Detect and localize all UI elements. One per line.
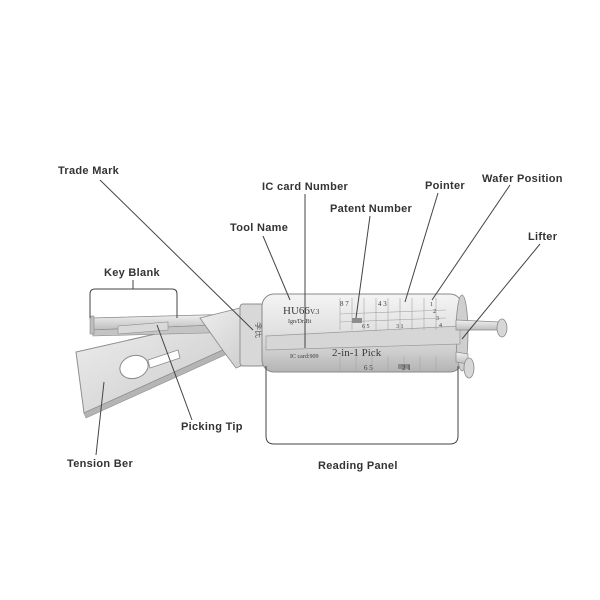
label-wafer-position: Wafer Position [482,173,563,185]
upper-scale-digit-1: 1 [430,302,433,308]
label-key-blank: Key Blank [104,267,160,279]
patent-digits-engraving: 6 5 [362,324,370,330]
ic-card-engraving: IC card:909 [290,354,319,360]
pick-neck: 李氏 [199,303,265,369]
lifter [455,318,508,379]
label-lifter: Lifter [528,231,558,243]
upper-scale-digit-3: 3 [436,316,439,322]
key-blank [89,313,244,337]
label-tension-bar: Tension Ber [67,458,133,470]
product-name-engraving: 2-in-1 Pick [332,347,382,359]
lower-scale-digits-right: 2 1 [402,364,411,372]
pick-cylinder: HU66 V.3 Ign/Dr/Bt 2-in-1 Pick IC card:9… [261,293,469,373]
lower-scale [339,356,437,372]
wafer-slider [398,364,410,369]
upper-scale-digits: 8 7 [340,300,349,308]
tool-name-engraving: HU66 [283,305,310,317]
tension-bar-hole [119,354,149,380]
lower-scale-digits: 6 5 [364,364,373,372]
trade-mark-engraving: 李氏 [254,322,264,338]
label-ic-card-number: IC card Number [262,181,349,193]
label-pointer: Pointer [425,180,465,192]
tension-bar [75,317,237,419]
label-patent-number: Patent Number [330,203,413,215]
label-tool-name: Tool Name [230,222,288,234]
label-picking-tip: Picking Tip [181,421,243,433]
upper-scale-digits-mid: 4 3 [378,300,387,308]
tool-version-engraving: V.3 [310,308,320,316]
upper-scale-digit-2: 2 [433,309,436,315]
upper-scale-digit-4: 4 [439,323,442,329]
mid-scale-digits: 3 1 [396,324,404,330]
tool-subtitle-engraving: Ign/Dr/Bt [288,319,312,325]
label-reading-panel: Reading Panel [318,460,398,472]
label-trade-mark: Trade Mark [58,165,120,177]
leader-lines [89,179,541,456]
upper-scale [339,298,447,330]
wafer-slider [352,318,362,323]
